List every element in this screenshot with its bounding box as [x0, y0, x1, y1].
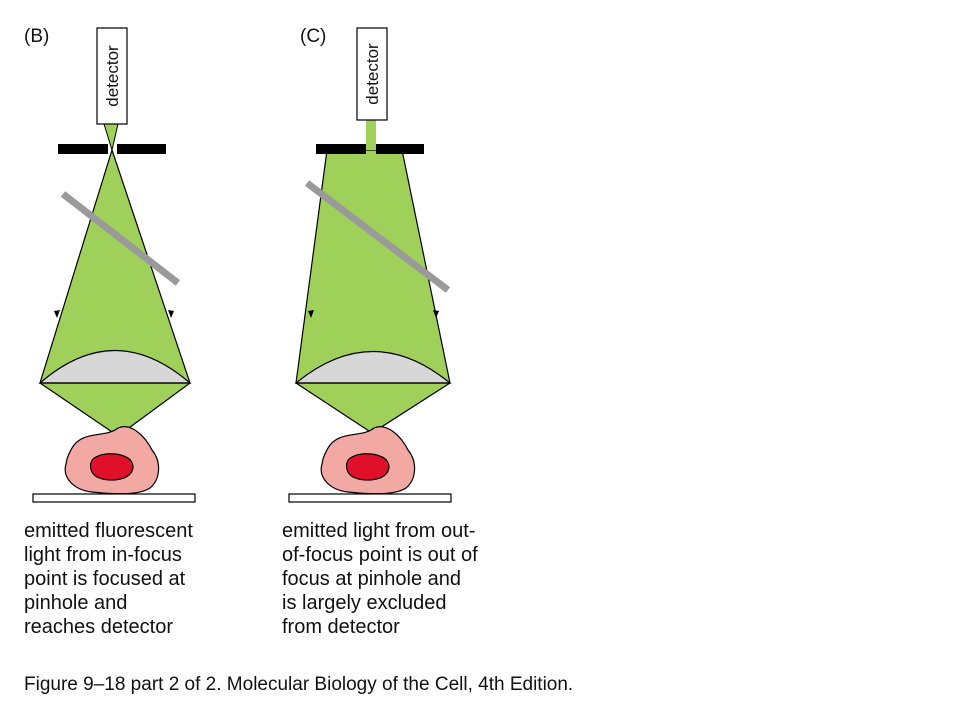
panel-c-arrow-left: [308, 310, 314, 318]
panel-b-diagram: detector: [32, 27, 196, 503]
panel-b-label: (B): [24, 26, 50, 47]
panel-c-label: (C): [300, 26, 327, 47]
panel-b-pinhole-plate-left: [58, 144, 108, 154]
panel-b-slide: [32, 493, 196, 503]
panel-b-dichroic-mirror: [60, 191, 181, 286]
panel-b-caption: emitted fluorescent light from in-focus …: [24, 520, 193, 638]
panel-c-nucleus: [345, 453, 390, 481]
panel-c-detector-box: [356, 27, 388, 121]
panel-b-detector-box: [96, 27, 128, 125]
panel-c-pinhole-plate-left: [316, 144, 366, 154]
panel-b-arrow-right: [168, 310, 174, 318]
panel-c-pinhole-beam: [366, 120, 376, 150]
panel-c-dichroic-mirror: [304, 180, 451, 293]
panel-c-caption: emitted light from out- of-focus point i…: [282, 520, 478, 638]
panel-c-pinhole-plate-right: [376, 144, 424, 154]
panel-c-detector-label: detector: [363, 43, 382, 105]
panel-c-diagram: detector: [288, 27, 452, 503]
panel-b-detector-label: detector: [103, 45, 122, 107]
panel-b-pinhole-plate-right: [117, 144, 166, 154]
panel-c-objective-lens: [294, 350, 452, 384]
panel-b-light-cone: [39, 149, 191, 437]
panel-b-arrow-left: [54, 310, 60, 318]
panel-c-slide: [288, 493, 452, 503]
panel-b-nucleus: [89, 453, 134, 481]
panel-b-objective-lens: [38, 349, 192, 384]
panel-c-arrow-right: [433, 310, 439, 318]
figure-credit: Figure 9–18 part 2 of 2. Molecular Biolo…: [24, 674, 574, 695]
